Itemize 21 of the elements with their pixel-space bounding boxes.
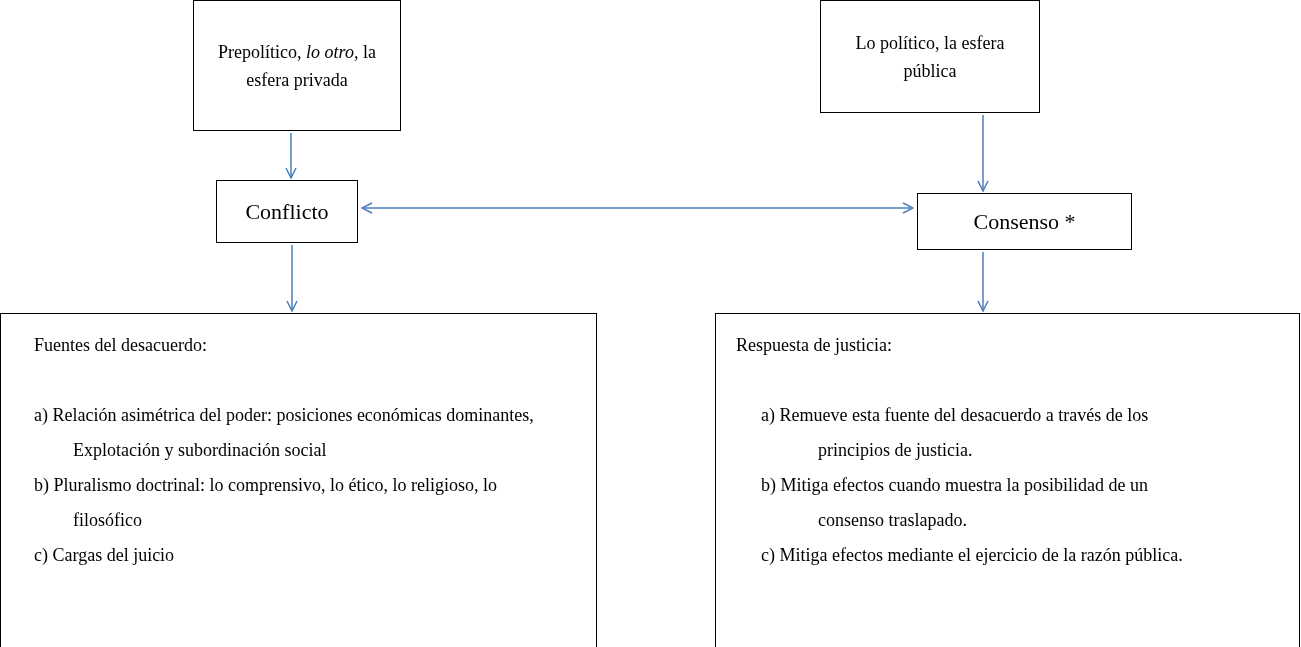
arrow [977,251,989,312]
arrow [361,202,914,214]
text-box [917,193,1132,250]
text-box [715,313,1300,647]
list-item: b) Mitiga efectos cuando muestra la posibilidad de un consenso traslapado. [761,474,1149,532]
box-heading: Respuesta de justicia: [736,334,893,357]
box-heading: Fuentes del desacuerdo: [34,334,208,357]
text-box [193,0,401,131]
text-box [820,0,1040,113]
box-text: Lo político, la esfera pública [854,31,1006,83]
list-item: c) Cargas del juicio [34,544,176,567]
list-item: c) Mitiga efectos mediante el ejercicio de la razón pública. [761,544,1184,567]
arrow [977,114,989,192]
arrow [286,244,298,312]
text-box [0,313,597,647]
text-box [216,180,358,243]
box-text: Consenso * [973,208,1076,236]
list-item: a) Remueve esta fuente del desacuerdo a través de los principios de justicia. [761,404,1150,462]
box-text: Prepolítico, lo otro, la esfera privada [217,40,377,92]
box-text: Conflicto [245,198,329,226]
arrow [285,132,297,179]
